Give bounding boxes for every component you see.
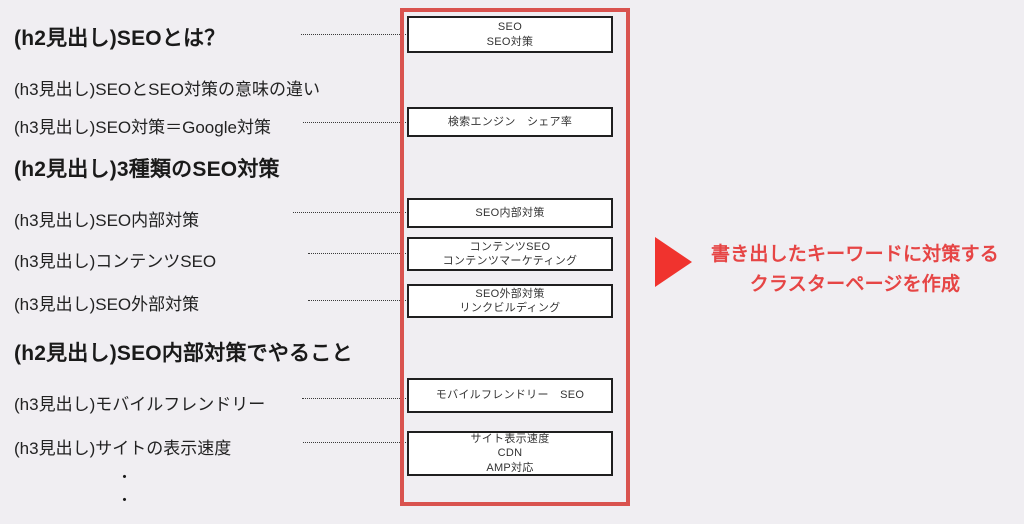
keyword-box-search-engine: 検索エンジン シェア率 (407, 107, 613, 137)
outline-h2-internal-todo: (h2見出し)SEO内部対策でやること (14, 342, 353, 365)
connector-dotted-line (303, 442, 410, 443)
cluster-frame (400, 8, 630, 506)
keyword-box-internal-seo: SEO内部対策 (407, 198, 613, 228)
outline-h3-external-seo: (h3見出し)SEO外部対策 (14, 295, 200, 314)
outline-h3-internal-seo: (h3見出し)SEO内部対策 (14, 211, 200, 230)
outline-h2-three-types: (h2見出し)3種類のSEO対策 (14, 158, 280, 181)
outline-h3-content-seo: (h3見出し)コンテンツSEO (14, 252, 217, 271)
outline-h2-what-is-seo: (h2見出し)SEOとは？ (14, 27, 226, 50)
outline-h3-mobile-friendly: (h3見出し)モバイルフレンドリー (14, 395, 266, 414)
connector-dotted-line (303, 122, 410, 123)
outline-h3-seo-vs-seo-taisaku: (h3見出し)SEOとSEO対策の意味の違い (14, 80, 321, 99)
connector-dotted-line (308, 300, 410, 301)
keyword-box-content-seo: コンテンツSEO コンテンツマーケティング (407, 237, 613, 271)
keyword-box-mobile-friendly: モバイルフレンドリー SEO (407, 378, 613, 413)
keyword-box-external-seo: SEO外部対策 リンクビルディング (407, 284, 613, 318)
outline-h3-site-speed: (h3見出し)サイトの表示速度 (14, 439, 232, 458)
callout-text: 書き出したキーワードに対策する クラスターページを作成 (710, 244, 999, 296)
connector-dotted-line (302, 398, 410, 399)
keyword-box-seo: SEO SEO対策 (407, 16, 613, 53)
arrow-right-icon (655, 237, 692, 287)
ellipsis-dot: ・ (117, 492, 133, 509)
ellipsis-dot: ・ (117, 469, 133, 486)
keyword-box-site-speed: サイト表示速度 CDN AMP対応 (407, 431, 613, 476)
connector-dotted-line (308, 253, 410, 254)
outline-h3-seo-equals-google: (h3見出し)SEO対策＝Google対策 (14, 118, 271, 137)
connector-dotted-line (301, 34, 410, 35)
connector-dotted-line (293, 212, 410, 213)
